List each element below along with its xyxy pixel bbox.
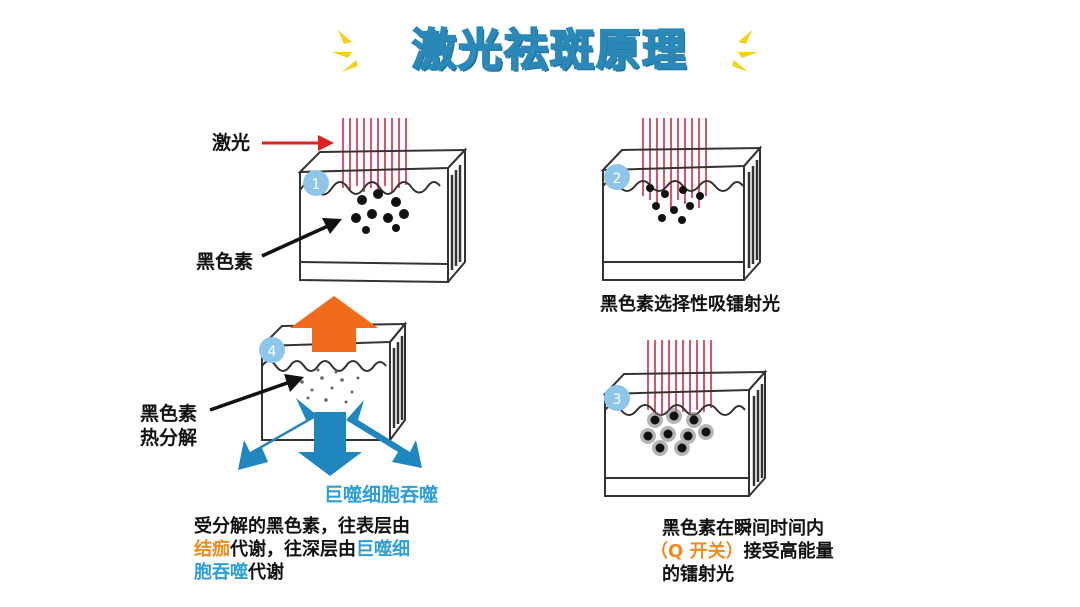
step-3-caption: 黑色素在瞬间时间内 （Q 开关）接受高能量 的镭射光	[650, 517, 834, 586]
laser-beams-3	[647, 340, 712, 414]
step-badge-1: 1	[303, 170, 329, 196]
laser-pointer-arrow-icon	[262, 135, 334, 151]
step-3-caption-line1: 黑色素在瞬间时间内	[662, 518, 824, 539]
laser-label: 激光	[212, 132, 251, 154]
scab-up-arrow-icon	[290, 296, 378, 352]
step-4-caption-line3: 胞吞噬代谢	[194, 562, 284, 583]
macrophage-highlight-a: 巨噬细	[356, 539, 410, 560]
skin-block-1	[297, 118, 468, 284]
skin-block-3	[602, 340, 768, 497]
macrophage-arrows-icon	[238, 398, 422, 476]
melanin-heat-label-line2: 热分解	[140, 427, 198, 449]
laser-beams-1	[342, 118, 407, 192]
svg-text:3: 3	[613, 392, 622, 408]
page-title: 激光祛斑原理	[411, 24, 688, 77]
step-3-caption-line3: 的镭射光	[662, 564, 734, 585]
svg-text:1: 1	[312, 177, 321, 193]
step-badge-4: 4	[259, 337, 285, 363]
svg-text:2: 2	[613, 171, 622, 187]
step-4-caption-line1: 受分解的黑色素，往表层由	[194, 516, 410, 537]
step-2-caption: 黑色素选择性吸镭射光	[600, 294, 780, 315]
melanin-heat-pointer-arrow-icon	[209, 374, 304, 412]
step-4-caption-line2: 结痂代谢，往深层由巨噬细	[194, 539, 410, 560]
melanin-label: 黑色素	[196, 251, 254, 273]
scab-highlight: 结痂	[194, 539, 230, 560]
melanin-heated-3	[640, 408, 714, 456]
step-badge-3: 3	[604, 385, 630, 411]
sparkle-right-icon	[732, 30, 758, 72]
melanin-dots-1	[351, 189, 409, 234]
q-switch-highlight: （Q 开关）	[650, 541, 744, 562]
melanin-dots-2	[646, 184, 704, 224]
melanin-heat-label-line1: 黑色素	[140, 403, 198, 425]
step-4-caption: 受分解的黑色素，往表层由 结痂代谢，往深层由巨噬细 胞吞噬代谢	[194, 515, 410, 584]
melanin-pointer-arrow-icon	[261, 218, 342, 258]
step-badge-2: 2	[604, 164, 630, 190]
skin-block-2	[600, 118, 763, 281]
sparkle-left-icon	[332, 30, 358, 72]
macrophage-label: 巨噬细胞吞噬	[324, 484, 439, 506]
step-3-caption-line2: （Q 开关）接受高能量	[650, 541, 834, 562]
svg-text:4: 4	[268, 344, 277, 360]
macrophage-highlight-b: 胞吞噬	[194, 562, 248, 583]
melanin-fragments-4	[300, 368, 360, 404]
